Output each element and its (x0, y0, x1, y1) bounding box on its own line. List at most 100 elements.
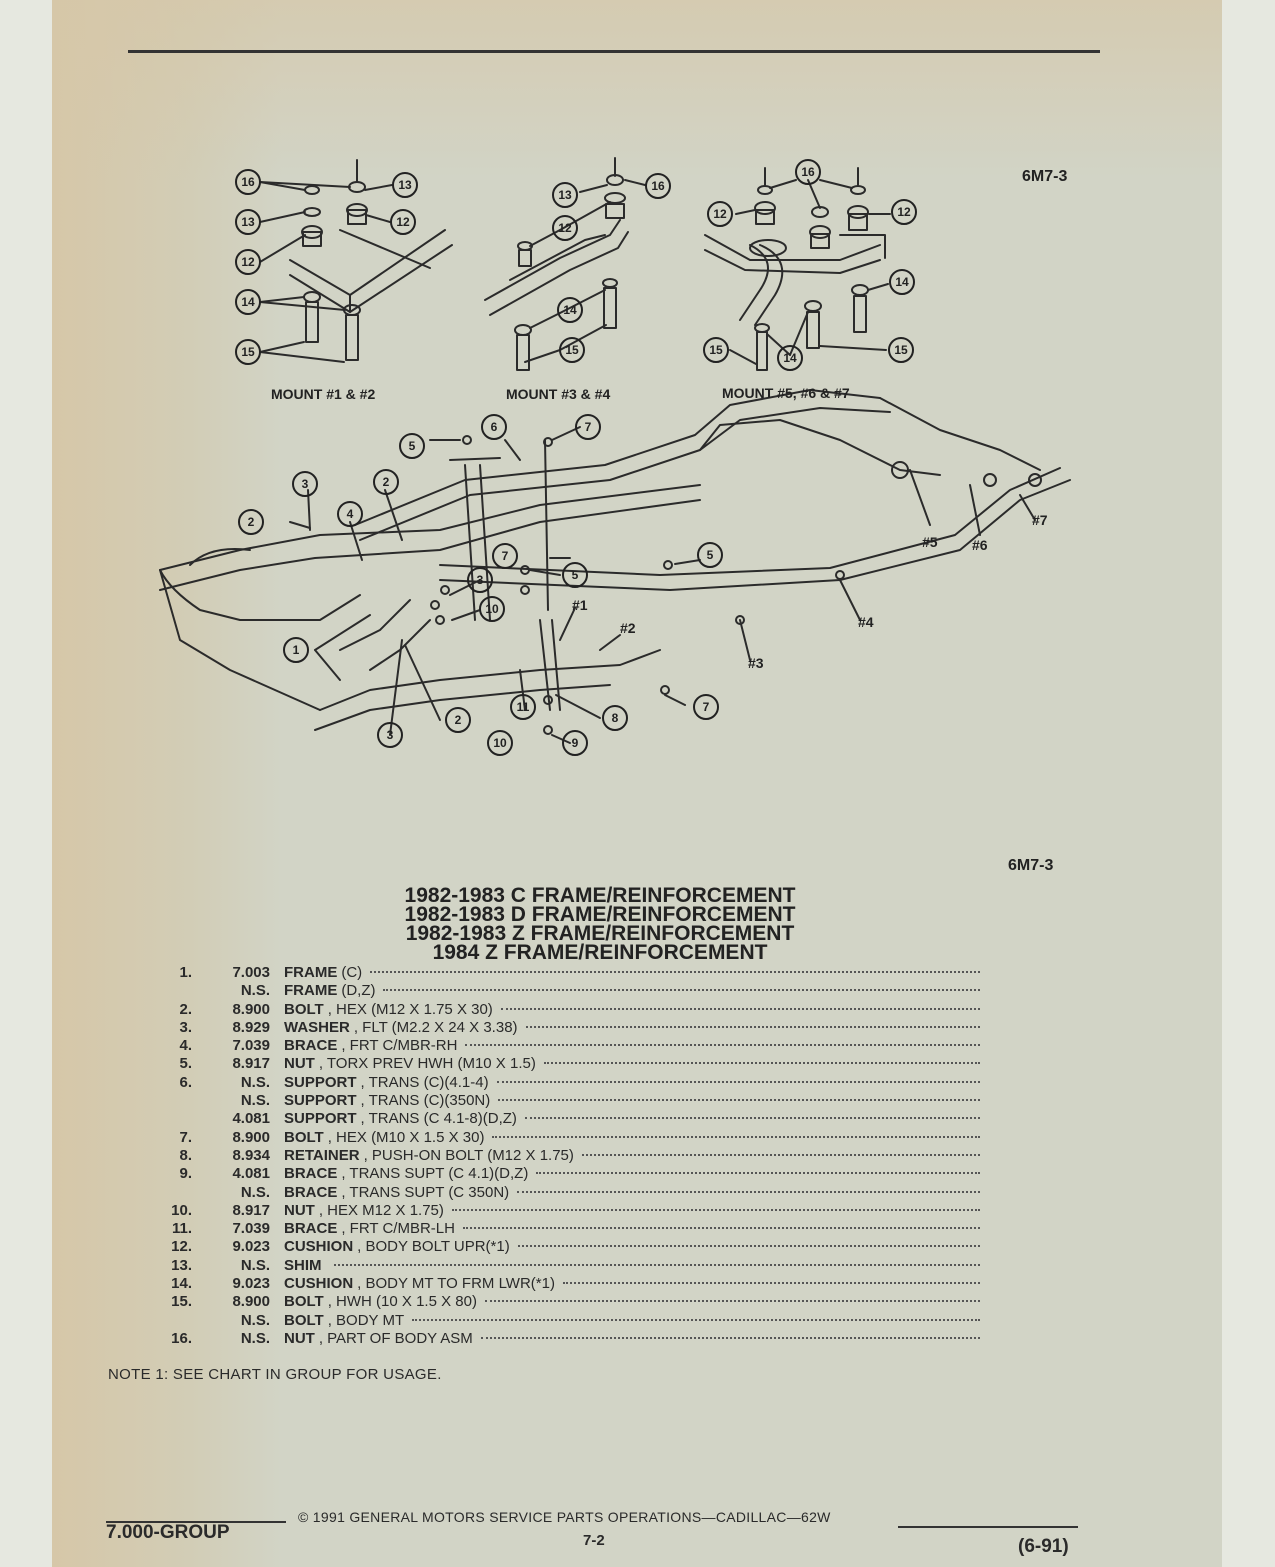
svg-text:1: 1 (293, 643, 300, 657)
item-number: 16. (171, 1329, 192, 1347)
group-number: 8.900 (232, 1293, 270, 1311)
mount-label-3-4: MOUNT #3 & #4 (506, 386, 610, 402)
mount-1-2-detail (259, 159, 453, 363)
svg-text:10: 10 (485, 602, 499, 616)
callout-2: 2 (373, 469, 399, 495)
title-line: 1982-1983 Z FRAME/REINFORCEMENT (405, 922, 795, 945)
frame-exploded-diagram: 16 13 12 14 15 13 12 13 16 12 14 15 16 1… (159, 157, 1071, 756)
svg-text:12: 12 (897, 205, 911, 219)
part-name: BOLT (284, 1000, 324, 1018)
part-name: BOLT (284, 1293, 324, 1311)
svg-text:15: 15 (565, 343, 579, 357)
part-detail: , TRANS SUPT (C 4.1)(D,Z) (341, 1165, 529, 1183)
group-number: 4.081 (232, 1110, 270, 1128)
part-name: SUPPORT (284, 1092, 357, 1110)
callout-16: 16 (235, 169, 261, 195)
part-description: CUSHION, BODY BOLT UPR(*1) (284, 1238, 980, 1255)
part-detail: , HEX (M10 X 1.5 X 30) (327, 1128, 485, 1146)
mount-pos-7: #7 (1032, 512, 1048, 528)
callout-3: 3 (377, 722, 403, 748)
svg-text:16: 16 (651, 179, 665, 193)
mount-5-6-7-detail (704, 167, 891, 371)
callout-14: 14 (777, 345, 803, 371)
group-number: 7.003 (232, 964, 270, 981)
mount-pos-6: #6 (972, 537, 988, 553)
section-titles: 1982-1983 C FRAME/REINFORCEMENT 1982-198… (300, 884, 900, 964)
parts-row: 4.081 SUPPORT, TRANS (C 4.1-8)(D,Z) (150, 1110, 980, 1128)
callout-5: 5 (399, 433, 425, 459)
group-number: 8.917 (232, 1055, 270, 1073)
callout-7: 7 (492, 543, 518, 569)
leader-dots (480, 1336, 980, 1339)
part-detail: , BODY MT (327, 1311, 405, 1329)
mount-pos-5: #5 (922, 534, 938, 550)
usage-note: NOTE 1: SEE CHART IN GROUP FOR USAGE. (108, 1366, 442, 1383)
group-number: 8.934 (232, 1146, 270, 1164)
leader-dots (524, 1117, 980, 1120)
part-name: BOLT (284, 1311, 324, 1329)
parts-row: N.S.BRACE, TRANS SUPT (C 350N) (150, 1184, 980, 1202)
leader-dots (543, 1062, 980, 1065)
mount-pos-2: #2 (620, 620, 636, 636)
part-description: BOLT, HEX (M10 X 1.5 X 30) (284, 1129, 980, 1146)
callout-10: 10 (479, 596, 505, 622)
group-number: N.S. (240, 1256, 270, 1274)
callout-14: 14 (889, 269, 915, 295)
part-name: SUPPORT (284, 1110, 357, 1128)
part-description: NUT, HEX M12 X 1.75) (284, 1202, 980, 1219)
leader-dots (581, 1153, 980, 1156)
part-name: CUSHION (284, 1238, 354, 1256)
title-line: 1982-1983 C FRAME/REINFORCEMENT (404, 884, 796, 907)
item-number: 12. (171, 1238, 192, 1256)
callout-5: 5 (562, 562, 588, 588)
title-line: 1982-1983 D FRAME/REINFORCEMENT (404, 903, 796, 926)
part-name: BRACE (284, 1183, 338, 1201)
leader-dots (517, 1190, 980, 1193)
part-description: SHIM (284, 1257, 980, 1274)
svg-text:5: 5 (409, 439, 416, 453)
parts-row: 16.N.S.NUT, PART OF BODY ASM (150, 1330, 980, 1348)
part-description: BRACE, TRANS SUPT (C 4.1)(D,Z) (284, 1165, 980, 1182)
footer-date: (6-91) (1018, 1536, 1069, 1557)
page-aging-stain (52, 0, 282, 1567)
part-description: FRAME(D,Z) (284, 982, 980, 999)
part-detail: , FLT (M2.2 X 24 X 3.38) (353, 1018, 518, 1036)
leader-dots (525, 1025, 980, 1028)
svg-text:15: 15 (894, 343, 908, 357)
part-description: BOLT, BODY MT (284, 1312, 980, 1329)
callout-9: 9 (562, 730, 588, 756)
mount-pos-1: #1 (572, 597, 588, 613)
callout-12: 12 (235, 249, 261, 275)
part-detail: , TORX PREV HWH (M10 X 1.5) (318, 1055, 536, 1073)
part-description: BOLT, HWH (10 X 1.5 X 80) (284, 1293, 980, 1310)
part-description: SUPPORT, TRANS (C)(4.1-4) (284, 1074, 980, 1091)
footer-rule-left (106, 1521, 286, 1523)
main-frame-drawing (159, 389, 1071, 744)
part-detail: , TRANS (C 4.1-8)(D,Z) (360, 1110, 517, 1128)
item-number: 11. (171, 1220, 192, 1238)
mount-label-1-2: MOUNT #1 & #2 (271, 386, 375, 402)
part-description: FRAME(C) (284, 964, 980, 981)
part-detail: , PART OF BODY ASM (318, 1329, 473, 1347)
group-number: 8.917 (232, 1201, 270, 1219)
part-description: NUT, TORX PREV HWH (M10 X 1.5) (284, 1055, 980, 1072)
svg-text:5: 5 (707, 548, 714, 562)
svg-text:3: 3 (387, 728, 394, 742)
leader-dots (517, 1245, 980, 1248)
leader-dots (370, 971, 980, 973)
leader-dots (451, 1208, 980, 1211)
part-name: BRACE (284, 1165, 338, 1183)
footer-rule-right (898, 1526, 1078, 1528)
part-name: FRAME (284, 982, 338, 1000)
title-line: 1984 Z FRAME/REINFORCEMENT (432, 941, 768, 964)
part-detail: , FRT C/MBR-RH (341, 1037, 458, 1055)
leader-dots (383, 989, 980, 992)
callout-12: 12 (390, 209, 416, 235)
